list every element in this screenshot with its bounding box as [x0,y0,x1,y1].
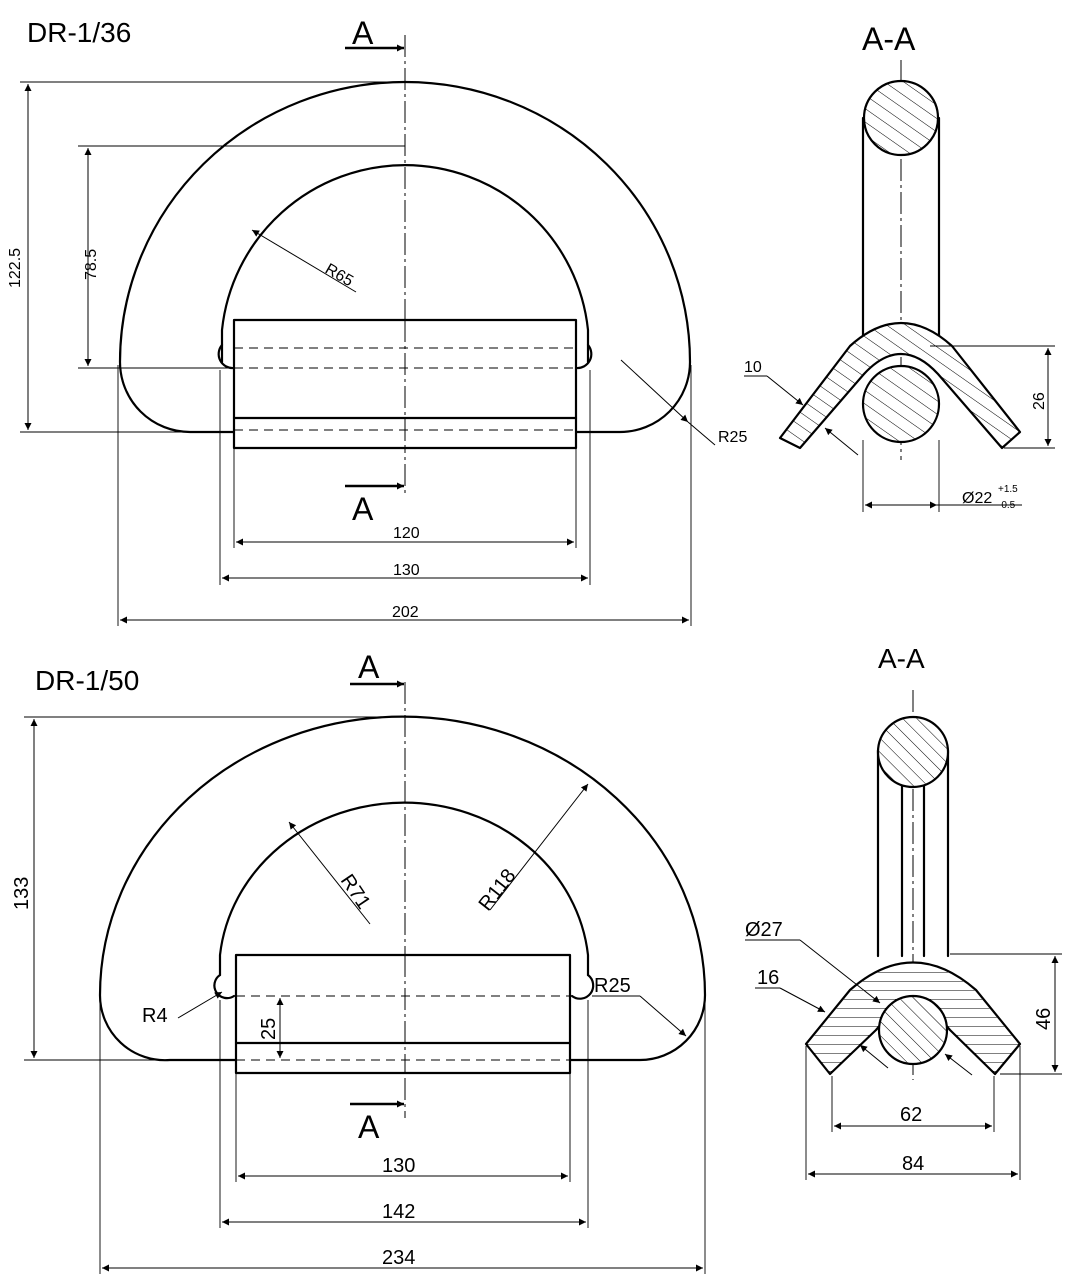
dim-tolerance-upper: +1.5 [998,484,1018,495]
leader-line [288,821,371,925]
dim-radius-inner: R65 [322,261,356,290]
dim-height-inner: 78.5 [83,249,100,280]
dim-width-outer: 202 [392,604,419,621]
leader-line [859,1044,889,1069]
ring-section-circle [877,994,949,1066]
view-dr-1-50: DR-1/50 A A 133 R71 R118 R4 [11,649,707,1274]
leader-line [251,229,357,293]
dim-height-outer: 133 [11,877,33,910]
ring-section-circle [862,79,940,157]
leader-line [779,987,826,1013]
ring-section-circle [876,715,950,789]
leader-line [489,783,589,911]
fillet-right [574,343,593,370]
view-dr-1-36: DR-1/36 A A 122.5 78.5 R65 [7,15,747,626]
dim-section-height: 26 [1031,392,1048,410]
dim-section-diameter: Ø22 [962,490,992,507]
leader-line [766,375,804,406]
section-view-bottom: A-A Ø27 16 46 62 [745,643,1062,1180]
ring-inner-contour [220,164,590,364]
dim-width-bar: 130 [382,1155,415,1177]
drawing-title-bottom: DR-1/50 [35,665,139,696]
dim-section-width-outer: 84 [902,1153,924,1175]
leader-line [824,427,859,456]
dim-section-width-inner: 62 [900,1104,922,1126]
leader-line [799,939,881,1004]
base-bar [234,953,572,1075]
dim-width-bar: 120 [393,525,420,542]
section-marker-bottom: A [352,491,374,527]
dim-section-thickness: 16 [757,967,779,989]
leader-line [687,421,716,446]
ring-outer-contour [118,80,692,434]
dim-width-inner: 142 [382,1201,415,1223]
leader-line [620,359,689,423]
section-view-top: A-A 26 10 Ø22 +1.5 -0.5 [744,21,1055,512]
dim-radius-outer: R118 [475,865,521,915]
section-title-top: A-A [862,21,916,57]
ring-inner-contour [218,801,590,977]
dim-radius-corner: R25 [594,975,631,997]
leader-line [944,1053,973,1076]
dim-width-inner: 130 [393,562,420,579]
section-marker-bottom: A [358,1109,380,1145]
section-title-bottom: A-A [878,643,925,674]
drawing-title-top: DR-1/36 [27,17,131,48]
dim-section-thickness: 10 [744,359,762,376]
dim-tolerance-lower: -0.5 [998,500,1016,511]
fillet-right [570,973,595,1000]
bent-plate-section [778,321,1022,450]
ring-section-circle [861,364,941,444]
dim-section-height: 46 [1033,1008,1055,1030]
leader-line [177,991,223,1019]
leader-line [639,995,687,1037]
section-marker-top: A [358,649,380,685]
dim-radius-inner: R71 [336,870,375,913]
dim-radius-corner: R25 [718,429,747,446]
section-marker-top: A [352,15,374,51]
dim-width-outer: 234 [382,1247,415,1269]
dim-radius-small: R4 [142,1005,168,1027]
ring-outer-contour [98,715,707,1062]
dim-height-outer: 122.5 [7,248,24,288]
dim-section-diameter: Ø27 [745,919,783,941]
dim-bar-height: 25 [258,1018,280,1040]
